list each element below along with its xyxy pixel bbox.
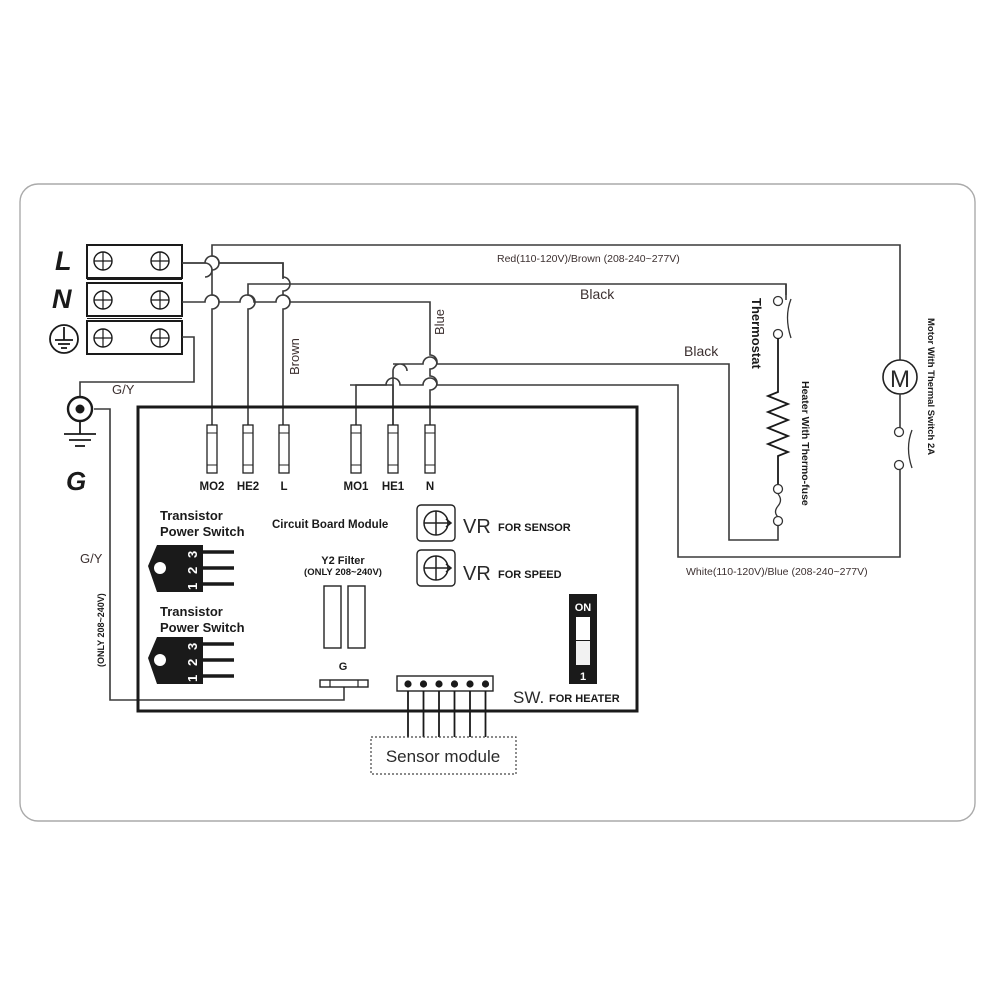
label-black-1: Black: [580, 286, 615, 302]
terminal-he2: HE2: [237, 424, 259, 493]
terminal-label: HE1: [382, 481, 405, 493]
transistor-1-pin-2: 2: [185, 567, 200, 574]
sensor-pin: [450, 680, 459, 737]
screw-icon: [93, 251, 113, 271]
y2-filter: Y2 Filter (ONLY 208~240V) G: [304, 555, 382, 688]
terminal-n: N: [424, 424, 436, 493]
terminal-label: N: [426, 481, 434, 493]
terminal-l: L: [278, 424, 290, 493]
wire-l: [182, 262, 284, 279]
sensor-connector: [396, 675, 494, 737]
terminal-label-l: L: [55, 246, 72, 276]
vr-speed-label: VR: [463, 563, 491, 585]
heater-switch: ON 1 SW. FOR HEATER: [513, 594, 620, 707]
sensor-pin: [481, 680, 490, 737]
ground-label: G: [66, 466, 86, 496]
board-title: Circuit Board Module: [272, 519, 388, 531]
wire-mo1-white-blue: [355, 377, 901, 558]
transistor-1-pin-3: 3: [185, 551, 200, 558]
vr-sensor: VR FOR SENSOR: [416, 504, 571, 542]
label-gy-top: G/Y: [112, 382, 135, 397]
wire-mo2-red-brown: [211, 244, 901, 425]
label-brown: Brown: [287, 338, 302, 375]
vr-speed-sub: FOR SPEED: [498, 569, 562, 581]
sensor-pin: [419, 680, 428, 737]
wires: [79, 244, 901, 701]
board-terminals: MO2 HE2 L MO1 HE1 N: [200, 424, 436, 493]
transistor-2: Transistor Power Switch 1 2 3: [148, 604, 245, 684]
transistor-2-pin-1: 1: [185, 675, 200, 682]
switch-number-label: 1: [580, 671, 586, 683]
vr-sensor-label: VR: [463, 516, 491, 538]
filter-title: Y2 Filter: [321, 555, 365, 567]
terminal-label: L: [280, 481, 287, 493]
diagram-frame: [19, 183, 976, 822]
motor-label: Motor With Thermal Switch 2A: [925, 318, 936, 455]
transistor-1: Transistor Power Switch 1 2 3: [148, 508, 245, 592]
wire-gy-filter: [94, 408, 345, 701]
label-blue: Blue: [432, 309, 447, 335]
transistor-1-label-1: Transistor: [160, 508, 223, 523]
terminal-label: HE2: [237, 481, 259, 493]
switch-sub-label: FOR HEATER: [549, 693, 620, 705]
ground-icon: [49, 324, 79, 354]
thermostat: Thermostat: [749, 284, 792, 369]
switch-on-label: ON: [575, 602, 592, 614]
terminal-label: MO1: [344, 481, 370, 493]
potentiometer-icon: [423, 510, 453, 536]
potentiometer-icon: [423, 555, 453, 581]
label-gy-side: G/Y: [80, 551, 103, 566]
terminal-label-n: N: [52, 284, 72, 314]
wire-ground: [79, 336, 195, 397]
terminal-mo2: MO2: [200, 424, 225, 493]
transistor-2-pin-2: 2: [185, 659, 200, 666]
sensor-pin: [466, 680, 474, 737]
screw-icon: [150, 251, 170, 271]
wire-he1-black: [392, 356, 779, 541]
screw-icon: [150, 328, 170, 348]
ground-connector: G: [64, 395, 96, 496]
sensor-pin: [404, 680, 412, 737]
screw-icon: [150, 290, 170, 310]
vr-sensor-sub: FOR SENSOR: [498, 522, 571, 534]
filter-note: (ONLY 208~240V): [304, 567, 382, 578]
motor-symbol: M: [890, 366, 910, 393]
sensor-module: Sensor module: [370, 736, 517, 775]
label-red-brown: Red(110-120V)/Brown (208-240~277V): [497, 253, 680, 265]
filter-ground-label: G: [339, 661, 348, 673]
vr-speed: VR FOR SPEED: [416, 549, 562, 587]
sensor-module-label: Sensor module: [386, 747, 500, 766]
transistor-2-label-2: Power Switch: [160, 620, 245, 635]
label-black-2: Black: [684, 343, 719, 359]
wire-he2-black: [247, 283, 787, 425]
transistor-2-label-1: Transistor: [160, 604, 223, 619]
label-white-blue: White(110-120V)/Blue (208-240~277V): [686, 566, 868, 578]
screw-icon: [93, 328, 113, 348]
transistor-2-pin-3: 3: [185, 643, 200, 650]
terminal-mo1: MO1: [344, 424, 370, 493]
heater: Heater With Thermo-fuse: [765, 338, 811, 527]
motor: M Motor With Thermal Switch 2A: [882, 318, 936, 471]
terminal-block: L N: [49, 244, 183, 355]
transistor-1-label-2: Power Switch: [160, 524, 245, 539]
sensor-pin: [435, 680, 443, 737]
switch-label: SW.: [513, 688, 544, 707]
transistor-1-pin-1: 1: [185, 583, 200, 590]
heater-label: Heater With Thermo-fuse: [799, 381, 811, 506]
thermostat-label: Thermostat: [749, 298, 764, 369]
terminal-label: MO2: [200, 481, 225, 493]
terminal-he1: HE1: [382, 424, 405, 493]
circuit-board: [136, 405, 639, 713]
screw-icon: [93, 290, 113, 310]
label-only-note: (ONLY 208~240V): [96, 593, 106, 667]
